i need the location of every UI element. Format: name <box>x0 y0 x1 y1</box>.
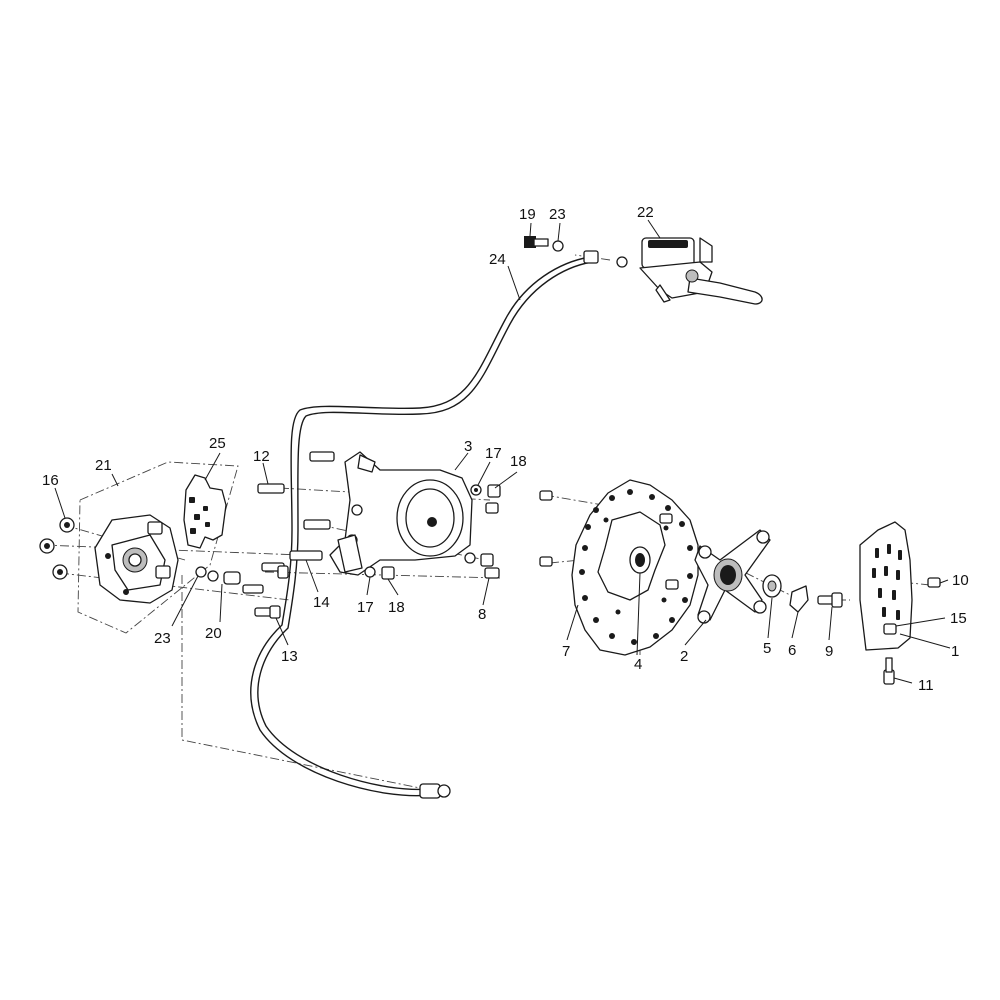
brake-pads <box>183 474 227 549</box>
callout-3: 3 <box>464 438 472 455</box>
callout-22: 22 <box>637 204 654 221</box>
assembly-guide-lines <box>42 254 931 791</box>
brake-hose <box>250 250 599 799</box>
guard-screws <box>883 577 941 685</box>
callout-25: 25 <box>209 435 226 452</box>
caliper-bracket <box>329 451 473 576</box>
callout-19: 19 <box>519 206 536 223</box>
disc-bolts <box>539 490 679 590</box>
brake-disc <box>571 479 699 656</box>
callout-12: 12 <box>253 448 270 465</box>
callout-2: 2 <box>680 648 688 665</box>
leader-lines <box>54 219 951 684</box>
callout-14: 14 <box>313 594 330 611</box>
callout-4: 4 <box>634 656 642 673</box>
brake-caliper <box>94 514 179 604</box>
callout-5: 5 <box>763 640 771 657</box>
caliper-assembly-boundary <box>77 461 239 634</box>
hub-spacer <box>762 574 782 598</box>
callout-13: 13 <box>281 648 298 665</box>
callout-labels: 1 2 3 4 5 6 7 8 9 10 11 12 13 14 15 16 1… <box>42 204 969 694</box>
bracket-bolts <box>257 451 501 580</box>
callout-23-top: 23 <box>549 206 566 223</box>
master-cylinder <box>616 237 763 305</box>
disc-guard <box>859 521 913 651</box>
banjo-bolt-top <box>524 236 564 252</box>
callout-18-upper: 18 <box>510 453 527 470</box>
caliper-caps <box>39 517 75 580</box>
callout-11: 11 <box>918 677 934 694</box>
callout-18-lower: 18 <box>388 599 405 616</box>
callout-1: 1 <box>951 643 959 660</box>
caliper-small-parts <box>195 562 289 619</box>
callout-15: 15 <box>950 610 967 627</box>
callout-20: 20 <box>205 625 222 642</box>
wheel-hub <box>694 529 771 624</box>
callout-10: 10 <box>952 572 969 589</box>
callout-23-left: 23 <box>154 630 171 647</box>
hub-bolt <box>817 592 843 608</box>
callout-17-lower: 17 <box>357 599 374 616</box>
callout-9: 9 <box>825 643 833 660</box>
callout-8: 8 <box>478 606 486 623</box>
callout-17-upper: 17 <box>485 445 502 462</box>
callout-7: 7 <box>562 643 570 660</box>
callout-24: 24 <box>489 251 506 268</box>
callout-21: 21 <box>95 457 112 474</box>
lock-plate <box>789 585 809 613</box>
callout-16: 16 <box>42 472 59 489</box>
callout-6: 6 <box>788 642 796 659</box>
